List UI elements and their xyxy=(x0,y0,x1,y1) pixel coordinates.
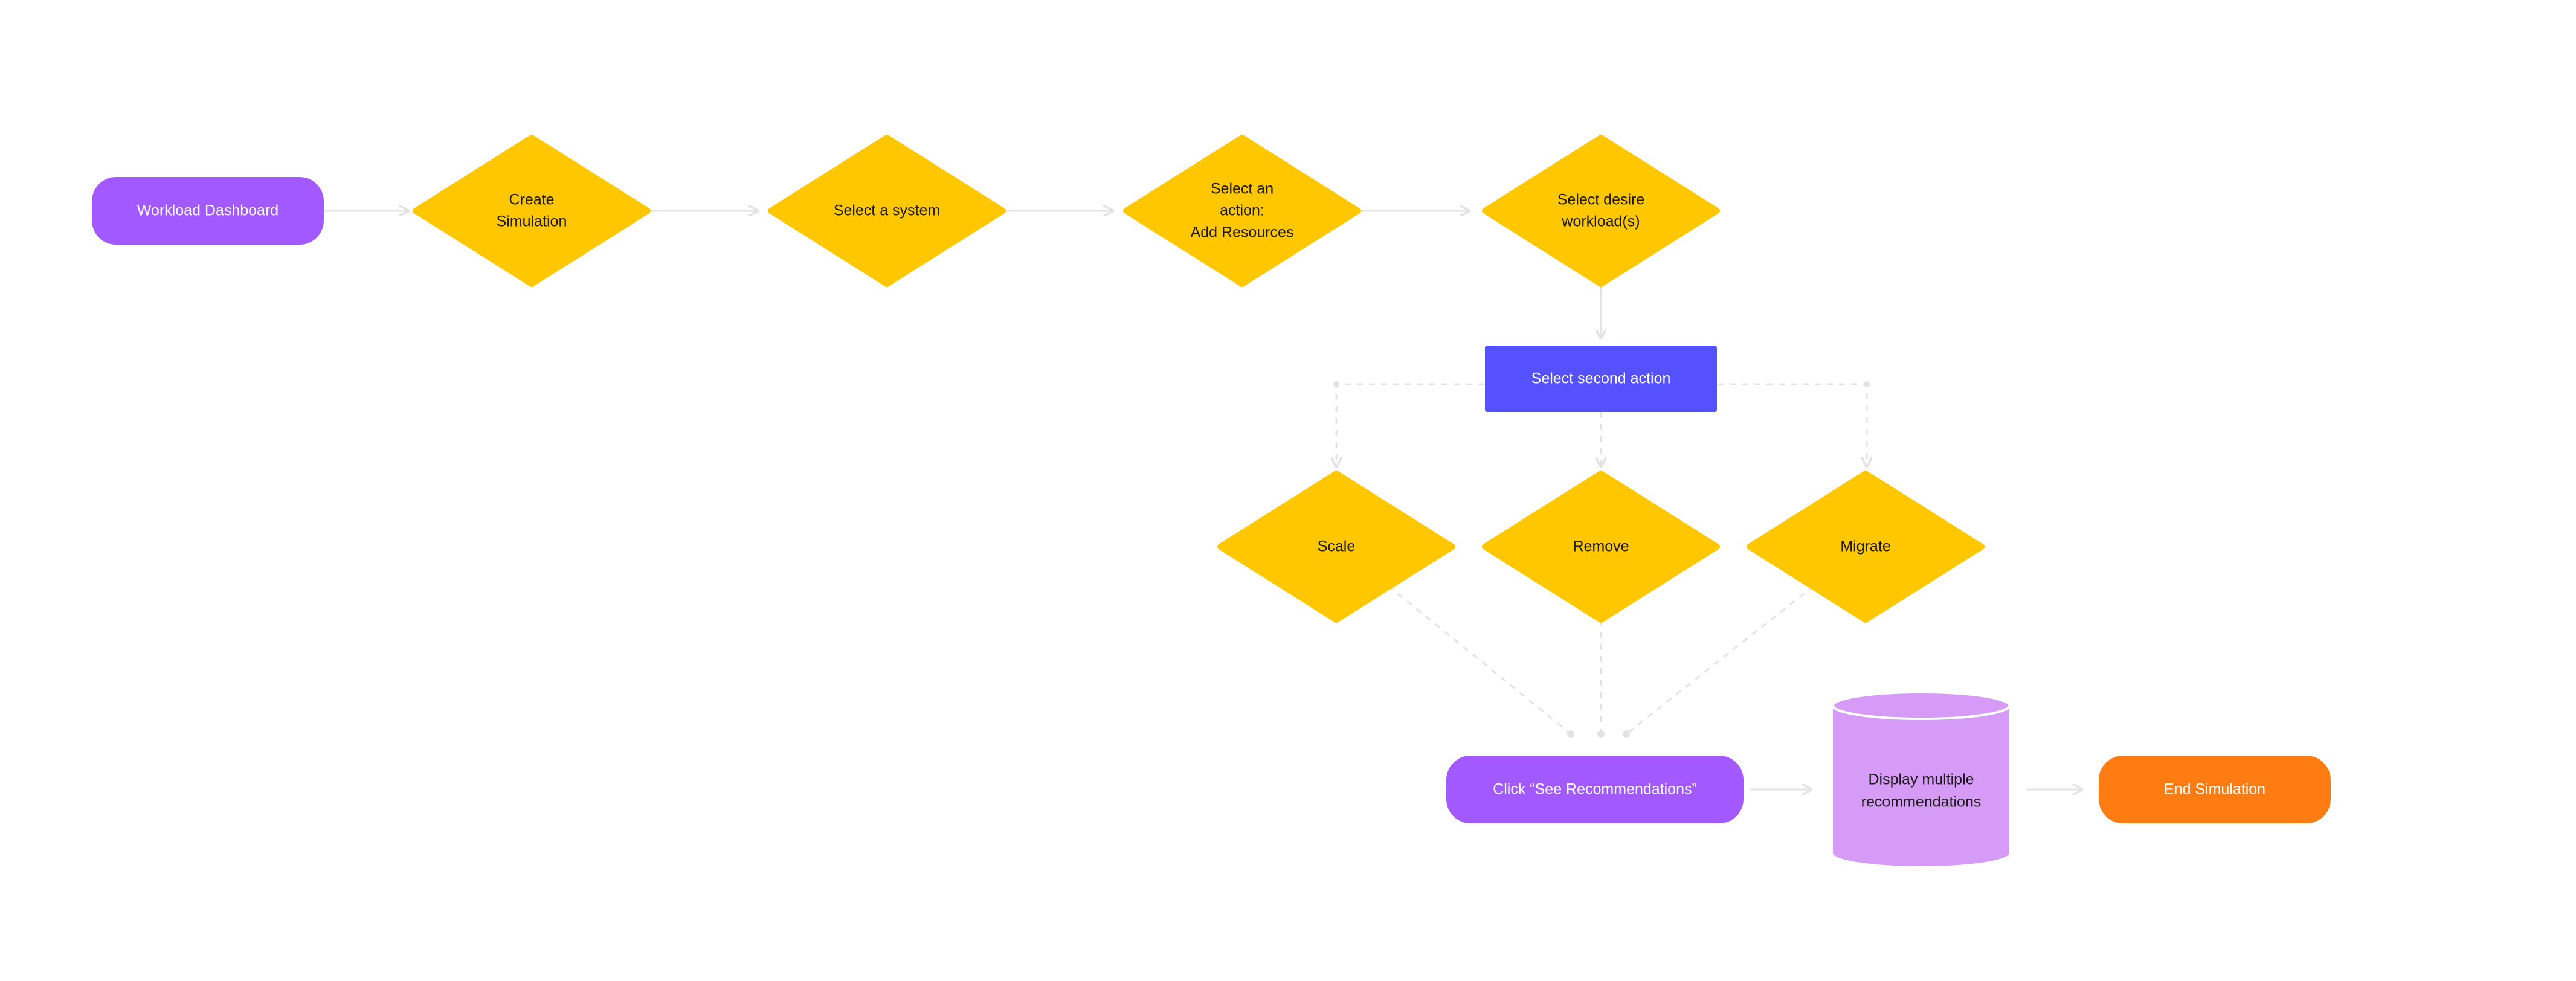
decision-shape xyxy=(413,135,651,287)
terminator-shape xyxy=(92,177,324,245)
process-shape xyxy=(1485,346,1717,412)
create-simulation-label-line-1: Create xyxy=(509,191,554,208)
terminator-shape xyxy=(2099,756,2331,823)
migrate-node[interactable]: Migrate xyxy=(1747,471,1985,623)
connector-dot xyxy=(1623,730,1630,738)
remove-node[interactable]: Remove xyxy=(1482,471,1720,623)
connector-second-action-to-migrate xyxy=(1718,383,1867,466)
decision-shape xyxy=(1482,471,1720,623)
decision-shape xyxy=(1747,471,1985,623)
connector-second-action-to-scale xyxy=(1336,383,1484,466)
connector-migrate-to-recommendations xyxy=(1626,585,1814,735)
decision-shape xyxy=(1123,135,1361,287)
database-shape-top xyxy=(1832,691,2011,720)
select-workload-node[interactable]: Select desire workload(s) xyxy=(1482,135,1720,287)
select-action-label-line-2: action: xyxy=(1220,202,1264,219)
migrate-label: Migrate xyxy=(1840,538,1890,555)
select-action-label-line-3: Add Resources xyxy=(1191,224,1294,241)
select-workload-label-line-1: Select desire xyxy=(1557,191,1645,208)
select-action-label-line-1: Select an xyxy=(1211,181,1274,198)
select-workload-label-line-2: workload(s) xyxy=(1561,213,1640,230)
workload-dashboard-label: Workload Dashboard xyxy=(137,202,279,219)
connector-dot xyxy=(1567,730,1574,738)
terminator-shape xyxy=(1446,756,1744,823)
see-recommendations-label: Click “See Recommendations” xyxy=(1493,781,1697,798)
select-system-label: Select a system xyxy=(834,202,940,219)
connector-dot xyxy=(1333,381,1339,387)
decision-shape xyxy=(1482,135,1720,287)
create-simulation-label-line-2: Simulation xyxy=(497,213,567,230)
display-recommendations-node[interactable]: Display multiple recommendations xyxy=(1832,691,2011,866)
see-recommendations-node[interactable]: Click “See Recommendations” xyxy=(1446,756,1744,823)
connector-dot xyxy=(1597,730,1605,738)
connector-scale-to-recommendations xyxy=(1388,585,1571,735)
end-simulation-node[interactable]: End Simulation xyxy=(2099,756,2331,823)
remove-label: Remove xyxy=(1573,538,1629,555)
connector-dot xyxy=(1864,381,1870,387)
select-second-action-node[interactable]: Select second action xyxy=(1485,346,1717,412)
database-shape xyxy=(1833,706,2009,866)
display-recommendations-label-line-1: Display multiple xyxy=(1868,771,1974,788)
scale-label: Scale xyxy=(1318,538,1356,555)
decision-shape xyxy=(1217,471,1455,623)
decision-shape xyxy=(768,135,1006,287)
create-simulation-node[interactable]: Create Simulation xyxy=(413,135,651,287)
select-action-node[interactable]: Select an action: Add Resources xyxy=(1123,135,1361,287)
display-recommendations-label-line-2: recommendations xyxy=(1861,794,1982,811)
workload-dashboard-node[interactable]: Workload Dashboard xyxy=(92,177,324,245)
select-system-node[interactable]: Select a system xyxy=(768,135,1006,287)
scale-node[interactable]: Scale xyxy=(1217,471,1455,623)
end-simulation-label: End Simulation xyxy=(2164,781,2265,798)
select-second-action-label: Select second action xyxy=(1531,370,1671,387)
